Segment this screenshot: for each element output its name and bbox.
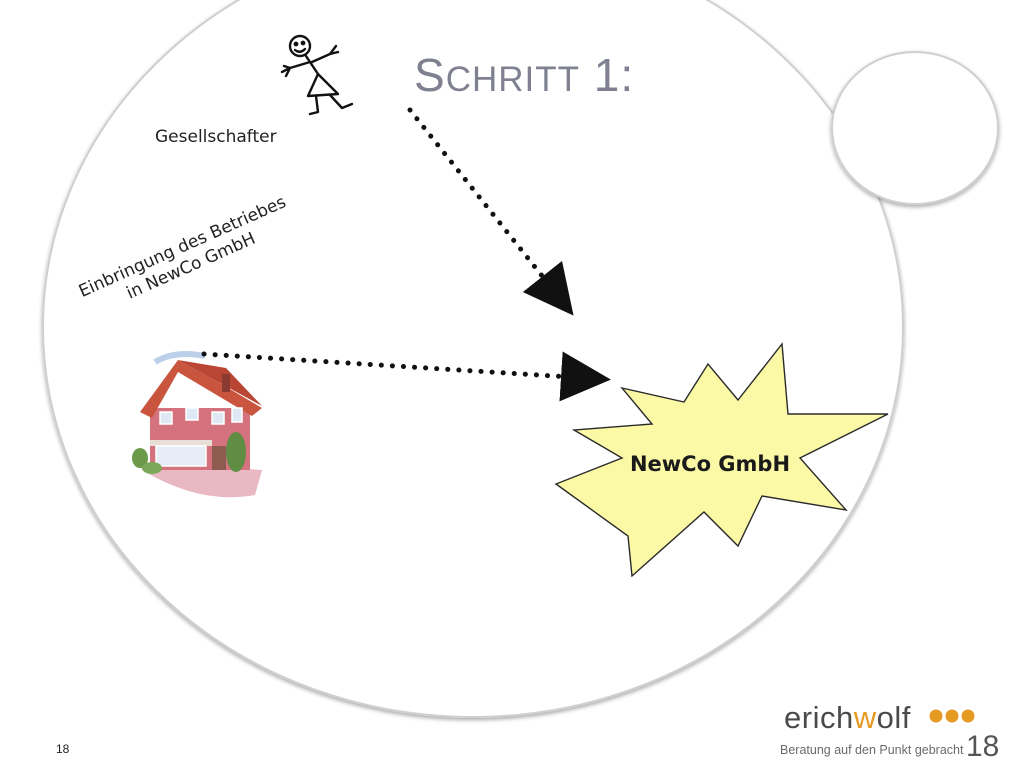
- gesellschafter-label: Gesellschafter: [155, 127, 277, 147]
- page-number-left: 18: [56, 742, 70, 756]
- logo-tagline: Beratung auf den Punkt gebracht: [780, 743, 964, 757]
- arrow-gesellschafter-to-newco: [407, 107, 574, 316]
- small-circle: [831, 51, 999, 205]
- title-initial: S: [414, 49, 446, 101]
- newco-label: NewCo GmbH: [629, 452, 791, 476]
- starburst-shape: [554, 342, 889, 578]
- stick-figure-icon: [280, 34, 354, 116]
- background-circle: [42, 0, 904, 718]
- page-number-right: 18: [966, 730, 1000, 763]
- logo-dots: [929, 709, 975, 723]
- title-number: 1:: [593, 49, 635, 101]
- title-rest: CHRITT: [445, 60, 580, 99]
- house-illustration: [132, 351, 262, 498]
- logo-text-erich: erich: [784, 700, 854, 735]
- logo-text-olf: olf: [876, 700, 911, 735]
- company-logo: erichwolf: [784, 700, 911, 736]
- logo-text-w: w: [853, 700, 877, 735]
- slide-title: SCHRITT 1:: [414, 48, 634, 102]
